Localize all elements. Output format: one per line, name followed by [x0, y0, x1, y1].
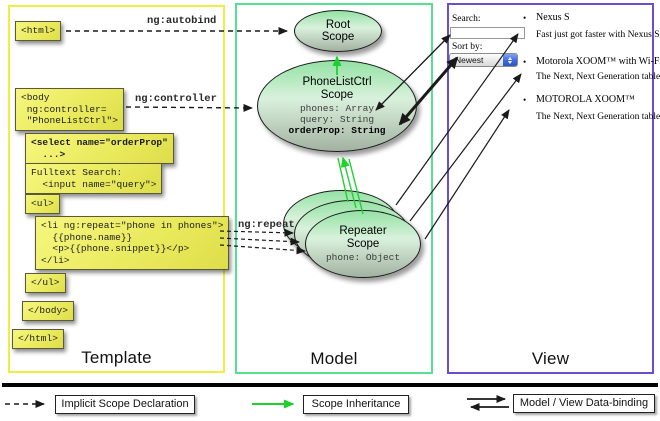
model-column-label: Model: [310, 349, 358, 368]
code-box-ul-open: <ul>: [25, 194, 60, 214]
code-text: </ul>: [31, 277, 60, 288]
dropdown-stepper-icon: [503, 54, 517, 66]
phone-item-desc: Fast just got faster with Nexus S.: [536, 30, 660, 40]
code-text: Fulltext Search: <input name="query">: [31, 167, 157, 190]
search-input[interactable]: [450, 27, 525, 39]
sort-dropdown[interactable]: Newest: [449, 53, 518, 67]
code-box-body-open: <body ng:controller= "PhoneListCtrl">: [15, 88, 124, 131]
phonelistctrl-scope-title: PhoneListCtrl Scope: [302, 76, 372, 101]
legend-model-view-databinding: Model / View Data-binding: [513, 394, 655, 413]
ng-controller-label: ng:controller: [135, 93, 217, 105]
code-text: </body>: [28, 305, 68, 316]
phone-item-desc: The Next, Next Generation tablet.: [536, 112, 660, 122]
code-box-fulltext-search: Fulltext Search: <input name="query">: [25, 163, 163, 194]
repeater-scope-ellipse: Repeater Scope phone: Object: [305, 210, 421, 278]
code-box-li-repeat: <li ng:repeat="phone in phones"> {{phone…: [35, 216, 230, 270]
phone-item-name: MOTOROLA XOOM™: [536, 94, 635, 105]
code-text: <ul>: [31, 198, 54, 209]
phone-item-name: Nexus S: [536, 12, 570, 23]
bullet-icon: •: [523, 95, 527, 105]
code-text: <select name="orderProp" ...>: [31, 137, 168, 160]
template-column-label: Template: [81, 348, 152, 367]
ng-repeat-label: ng:repeat: [238, 219, 295, 231]
code-box-html-open: <html>: [15, 21, 62, 41]
repeater-scope-prop: phone: Object: [325, 252, 401, 263]
model-column: Model: [235, 3, 433, 374]
legend-implicit-scope-declaration: Implicit Scope Declaration: [55, 395, 195, 414]
legend-label: Scope Inheritance: [311, 398, 401, 410]
code-text: </html>: [18, 333, 58, 344]
legend-label: Model / View Data-binding: [519, 397, 649, 409]
phone-item-name: Motorola XOOM™ with Wi-Fi: [536, 56, 660, 67]
code-box-html-close: </html>: [12, 329, 64, 349]
view-column-label: View: [531, 349, 570, 368]
ng-autobind-label: ng:autobind: [147, 15, 217, 27]
sort-dropdown-value: Newest: [455, 55, 484, 65]
code-box-body-close: </body>: [22, 301, 74, 321]
code-text: <html>: [21, 25, 56, 36]
sort-by-label: Sort by:: [452, 42, 483, 52]
legend-scope-inheritance: Scope Inheritance: [303, 395, 409, 414]
root-scope-ellipse: Root Scope: [294, 10, 382, 52]
code-box-ul-close: </ul>: [25, 273, 66, 293]
bullet-icon: •: [523, 57, 527, 67]
legend-label: Implicit Scope Declaration: [61, 398, 189, 410]
phone-item-desc: The Next, Next Generation tablet.: [536, 72, 660, 82]
phonelistctrl-scope-ellipse: PhoneListCtrl Scope phones: Array query:…: [257, 60, 417, 152]
repeater-scope-title: Repeater Scope: [339, 225, 387, 250]
code-box-select: <select name="orderProp" ...>: [25, 133, 174, 164]
bullet-icon: •: [523, 13, 527, 23]
phonelistctrl-scope-props: phones: Array query: String: [299, 103, 375, 125]
search-label: Search:: [452, 14, 481, 24]
code-text: <body ng:controller= "PhoneListCtrl">: [21, 92, 118, 126]
root-scope-title: Root Scope: [321, 18, 355, 44]
phonelistctrl-scope-orderprop: orderProp: String: [288, 125, 386, 136]
code-text: <li ng:repeat="phone in phones"> {{phone…: [41, 220, 224, 266]
